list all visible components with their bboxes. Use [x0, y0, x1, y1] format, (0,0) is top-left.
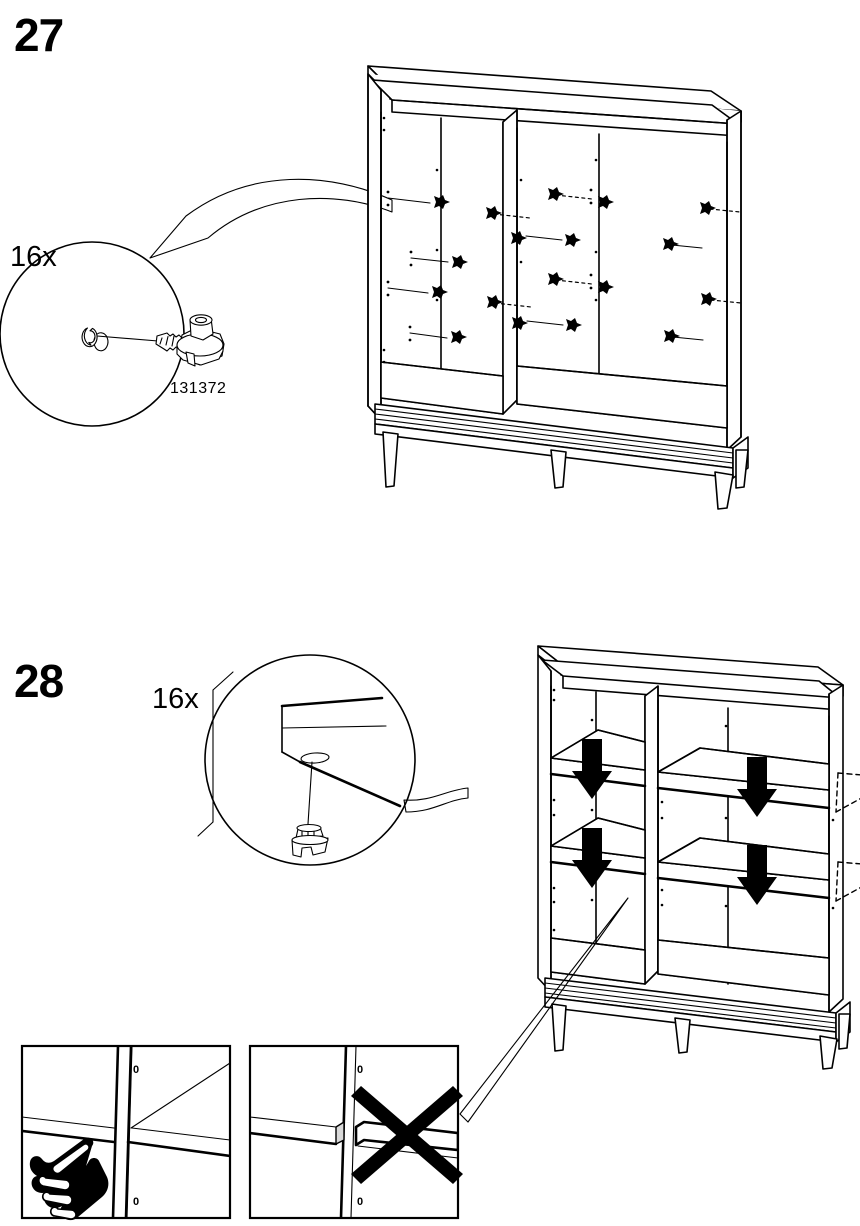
arrow-down-right-lower — [737, 845, 777, 905]
leg-28-front-right — [819, 1035, 838, 1070]
step-28-cabinet — [459, 645, 860, 1123]
step-27-callout-leader — [149, 178, 393, 259]
inset-correct: 0 0 — [20, 1044, 232, 1221]
step-28-shelf-corner-detail — [280, 696, 402, 858]
leg-28-front-left — [551, 1003, 567, 1052]
hole-dots-28 — [552, 688, 835, 932]
step-28-illustration: 0 0 — [20, 645, 860, 1221]
leg-front-left — [382, 431, 399, 488]
shelf-pin-markers-step-27 — [386, 187, 742, 344]
step-28-quantity-label: 16x — [152, 683, 199, 715]
leg-center — [550, 449, 567, 489]
step-number-27: 27 — [14, 9, 64, 61]
step-27-quantity-label: 16x — [10, 241, 57, 273]
pointing-hand-icon — [29, 1137, 109, 1221]
leg-back-right — [735, 449, 749, 489]
inset-to-shelf-leader — [459, 897, 629, 1123]
shelf-left-lower — [550, 845, 646, 875]
step-27-illustration — [0, 65, 749, 510]
cross-x-icon — [351, 1086, 463, 1184]
shelf-right-lower — [657, 861, 830, 899]
step-27-part-icon — [81, 314, 225, 367]
arrow-down-right-upper — [737, 757, 777, 817]
arrow-down-left-upper — [572, 739, 612, 799]
step-28-callout-leader — [403, 787, 469, 813]
step-27-cabinet — [367, 65, 749, 510]
arrow-down-left-lower — [572, 828, 612, 888]
shelves-step-28 — [549, 729, 831, 900]
shelf-right-upper — [657, 771, 830, 809]
inset-incorrect: 0 0 — [248, 1044, 463, 1220]
insert-direction-arrows — [572, 739, 777, 905]
step-27-part-number: 131372 — [170, 380, 227, 397]
svg-text:0: 0 — [357, 1196, 363, 1208]
step-number-28: 28 — [14, 655, 64, 707]
svg-text:0: 0 — [133, 1196, 139, 1208]
step-28-detail-circle — [204, 654, 416, 866]
shelf-left-upper — [550, 757, 646, 787]
leg-front-right — [714, 471, 734, 510]
leg-28-back-right — [838, 1013, 851, 1050]
shelf-support-pin-icon — [291, 823, 329, 858]
step-28-insets: 0 0 — [20, 1044, 463, 1221]
hole-dots-27 — [382, 116, 598, 364]
leg-28-center — [674, 1017, 691, 1054]
hidden-shelf-outlines — [835, 772, 860, 902]
svg-text:0: 0 — [357, 1064, 363, 1076]
svg-text:0: 0 — [133, 1064, 139, 1076]
